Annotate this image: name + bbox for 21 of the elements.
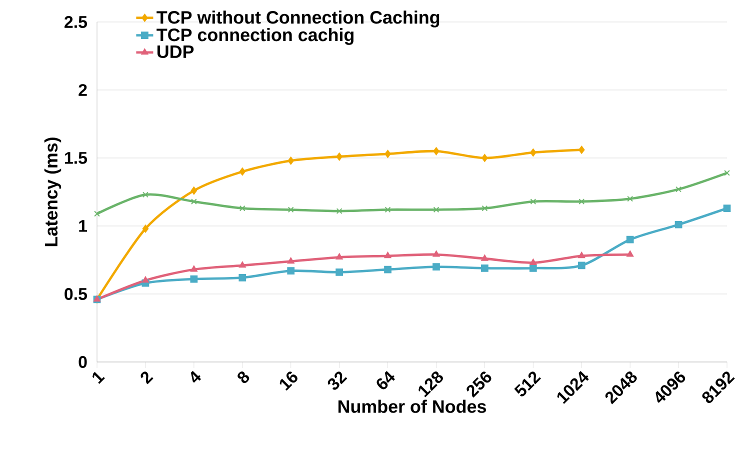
x-tick-label: 8 [238,372,250,384]
x-tick-label: 2 [140,372,154,384]
y-tick-label: 2.5 [64,16,88,28]
legend-label: UDP [157,46,194,58]
y-tick-label: 1.5 [65,152,88,164]
x-tick-label: 1 [92,372,105,384]
x-axis-title: Number of Nodes [338,400,486,413]
y-axis-title: Latency (ms) [44,138,62,246]
y-tick-label: 0 [78,356,87,368]
x-tick-label: 4 [190,370,202,383]
legend-label: TCP without Connection Caching [156,10,440,28]
x-tick-label: 16 [280,372,298,391]
x-tick-label: 64 [376,370,395,390]
x-tick-label: 32 [328,372,348,390]
legend-label: TCP connection cachig [156,28,354,45]
y-tick-label: 0.5 [64,288,88,300]
y-tick-label: 2 [78,84,87,96]
y-tick-label: 1 [79,220,88,232]
x-tick-label: 512 [514,372,542,396]
x-tick-label: 128 [418,372,443,398]
x-tick-label: 256 [466,372,492,398]
